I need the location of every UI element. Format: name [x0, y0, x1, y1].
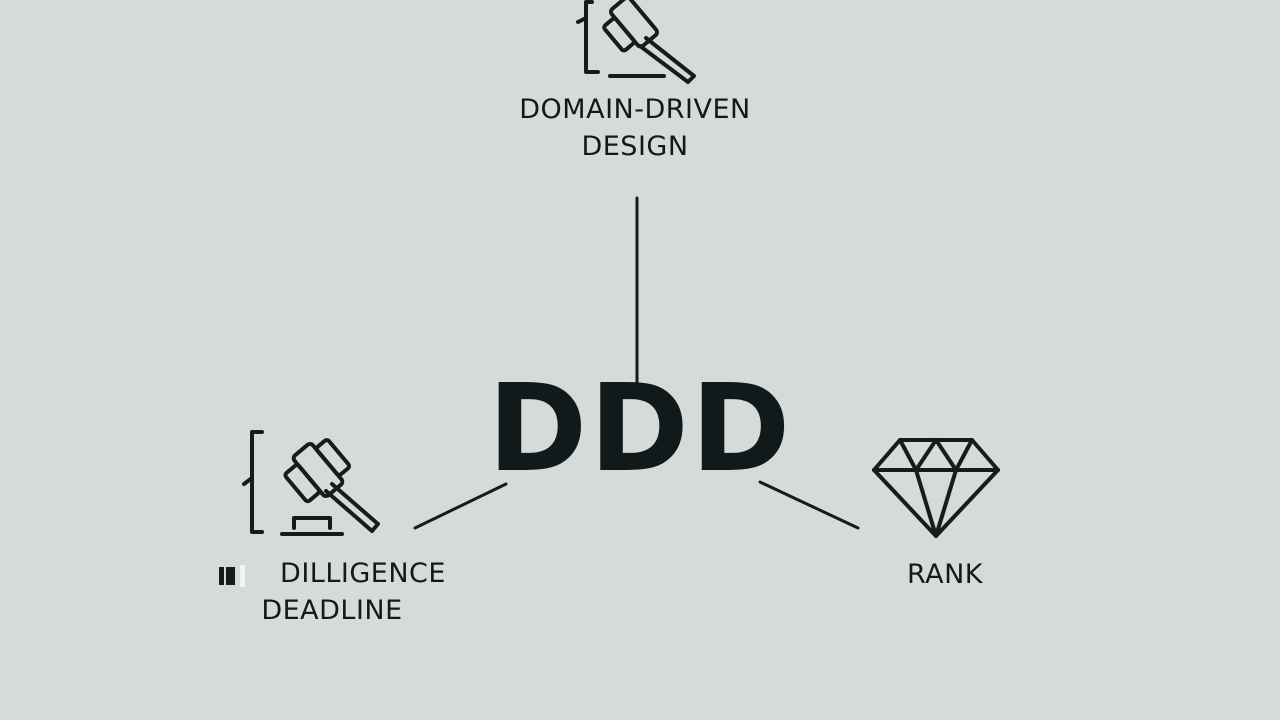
node-label-dilligence-deadline: DILLIGENCE DEADLINE: [208, 555, 448, 629]
gavel-icon: [242, 430, 380, 536]
connector-right: [758, 480, 860, 530]
node-label-domain-driven-design: DOMAIN-DRIVEN DESIGN: [470, 91, 800, 165]
label-line: DEADLINE: [261, 595, 403, 626]
label-line: DOMAIN-DRIVEN: [519, 94, 751, 125]
label-line: DESIGN: [581, 131, 689, 162]
node-label-rank: RANK: [880, 556, 1010, 593]
label-line: DILLIGENCE: [280, 558, 446, 589]
label-artifact: [219, 565, 245, 587]
diamond-icon: [872, 438, 1000, 538]
center-label: DDD: [487, 360, 793, 499]
label-line: RANK: [906, 559, 984, 590]
connector-left: [413, 482, 508, 530]
gavel-icon: [576, 0, 696, 84]
